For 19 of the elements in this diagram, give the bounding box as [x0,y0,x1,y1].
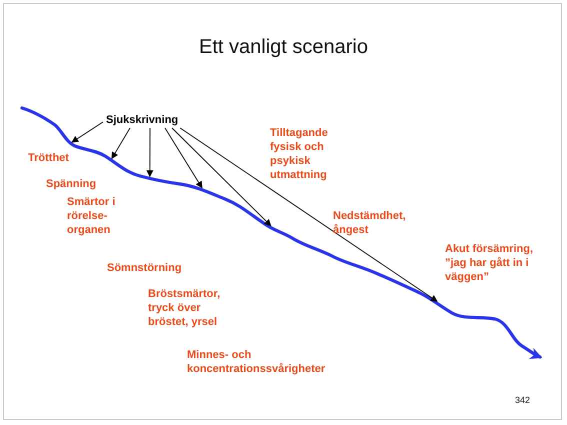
arrow [164,128,202,188]
slide-title: Ett vanligt scenario [198,36,369,59]
symptom-label: Akut försämring, ”jag har gått in i väggen” [445,242,534,284]
arrow [111,128,130,160]
symptom-label: Bröstsmärtor, tryck över bröstet, yrsel [148,287,222,329]
decline-curve [20,106,542,359]
cause-label: Sjukskrivning [104,113,180,127]
arrow [172,128,272,226]
symptom-label: Smärtor i rörelse- organen [67,195,116,237]
symptom-label: Nedstämdhet, ångest [333,209,407,237]
symptom-label: Minnes- och koncentrationssvårigheter [187,348,326,376]
arrow [71,122,104,143]
symptom-label: Trötthet [28,151,69,165]
page-number: 342 [515,394,530,407]
arrow [146,128,154,178]
arrow [180,128,438,302]
symptom-label: Spänning [46,177,96,191]
symptom-label: Tilltagande fysisk och psykisk utmattning [270,126,329,182]
symptom-label: Sömnstörning [107,261,182,275]
